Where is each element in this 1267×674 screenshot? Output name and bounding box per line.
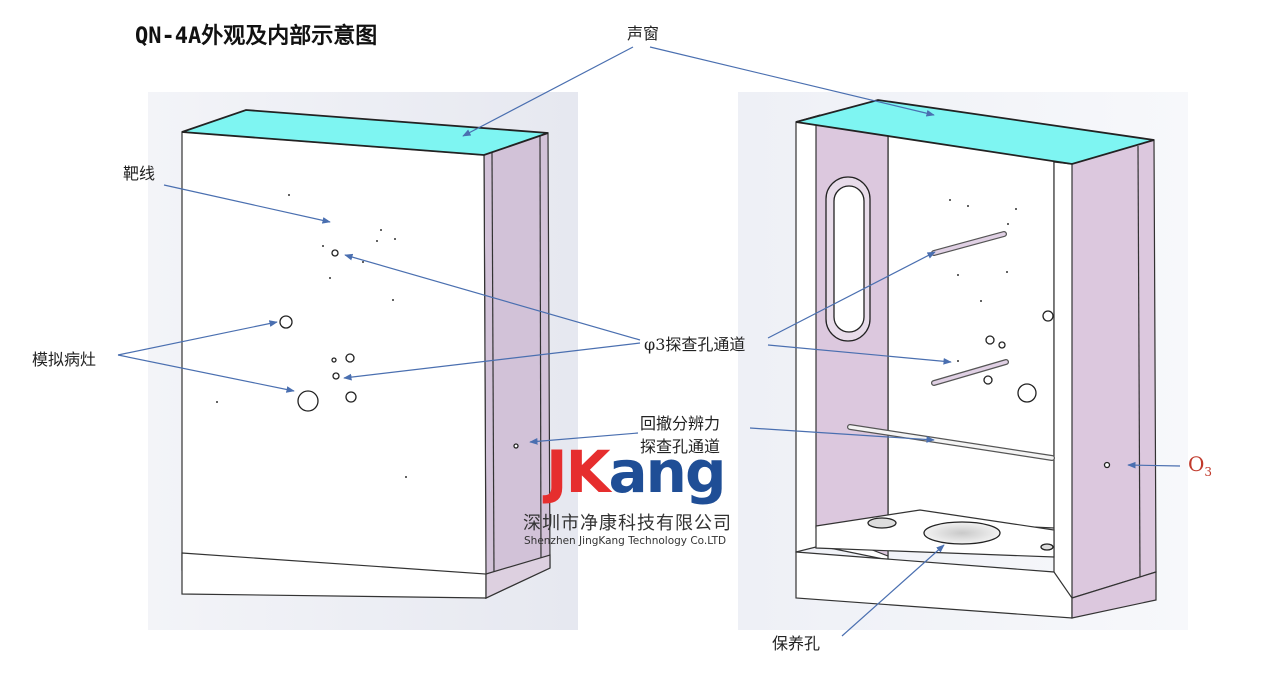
arrow-target-line bbox=[163, 184, 331, 224]
left-holes bbox=[279, 249, 519, 449]
arrow-sound-window-right bbox=[649, 46, 935, 117]
left-phantom-box bbox=[181, 109, 551, 599]
leader-arrows bbox=[117, 46, 1181, 637]
arrow-phi3-2 bbox=[343, 342, 641, 381]
arrow-lesion-1 bbox=[117, 320, 278, 356]
logo-letters-ang: ang bbox=[608, 438, 727, 506]
arrow-phi3-1 bbox=[344, 253, 641, 341]
label-echo-resolution-line2: 探查孔通道 bbox=[640, 437, 721, 456]
label-phi3-channel: φ3探查孔通道 bbox=[644, 335, 746, 354]
lesion-hole-small bbox=[279, 315, 293, 329]
company-name-en: Shenzhen JingKang Technology Co.LTD bbox=[524, 535, 727, 547]
arrow-o3 bbox=[1127, 461, 1181, 469]
label-echo-resolution-line1: 回撤分辨力 bbox=[640, 414, 721, 433]
label-sound-window: 声窗 bbox=[627, 24, 660, 43]
arrow-phi3-3 bbox=[767, 251, 936, 339]
arrow-phi3-4 bbox=[767, 344, 952, 365]
phi3-hole bbox=[331, 249, 339, 257]
label-maintenance-hole: 保养孔 bbox=[772, 634, 821, 653]
diagram-title: QN-4A外观及内部示意图 bbox=[135, 24, 378, 49]
label-o3-sub: 3 bbox=[1204, 465, 1213, 479]
company-name-cn: 深圳市净康科技有限公司 bbox=[523, 513, 732, 534]
maintenance-hole bbox=[923, 521, 1001, 545]
label-o3-main: O bbox=[1188, 452, 1205, 476]
label-simulated-lesion: 模拟病灶 bbox=[32, 350, 97, 369]
label-o3: O3 bbox=[1188, 452, 1212, 479]
arrow-echo-right bbox=[749, 427, 935, 443]
left-sound-window bbox=[181, 109, 549, 156]
logo-letter-k: K bbox=[565, 438, 611, 506]
arrow-lesion-2 bbox=[117, 354, 295, 393]
right-target-dots bbox=[949, 199, 1017, 362]
right-sound-window bbox=[795, 99, 1155, 165]
lesion-hole-large bbox=[297, 390, 319, 412]
label-target-line: 靶线 bbox=[123, 164, 156, 183]
jkang-logo: JKang bbox=[546, 443, 726, 501]
logo-letter-j: J bbox=[546, 438, 568, 506]
arrow-echo-left bbox=[529, 432, 639, 445]
arrow-sound-window-left bbox=[462, 46, 634, 137]
right-phantom-box bbox=[795, 99, 1157, 619]
arrow-maintenance bbox=[841, 544, 945, 637]
right-features bbox=[825, 176, 1111, 551]
